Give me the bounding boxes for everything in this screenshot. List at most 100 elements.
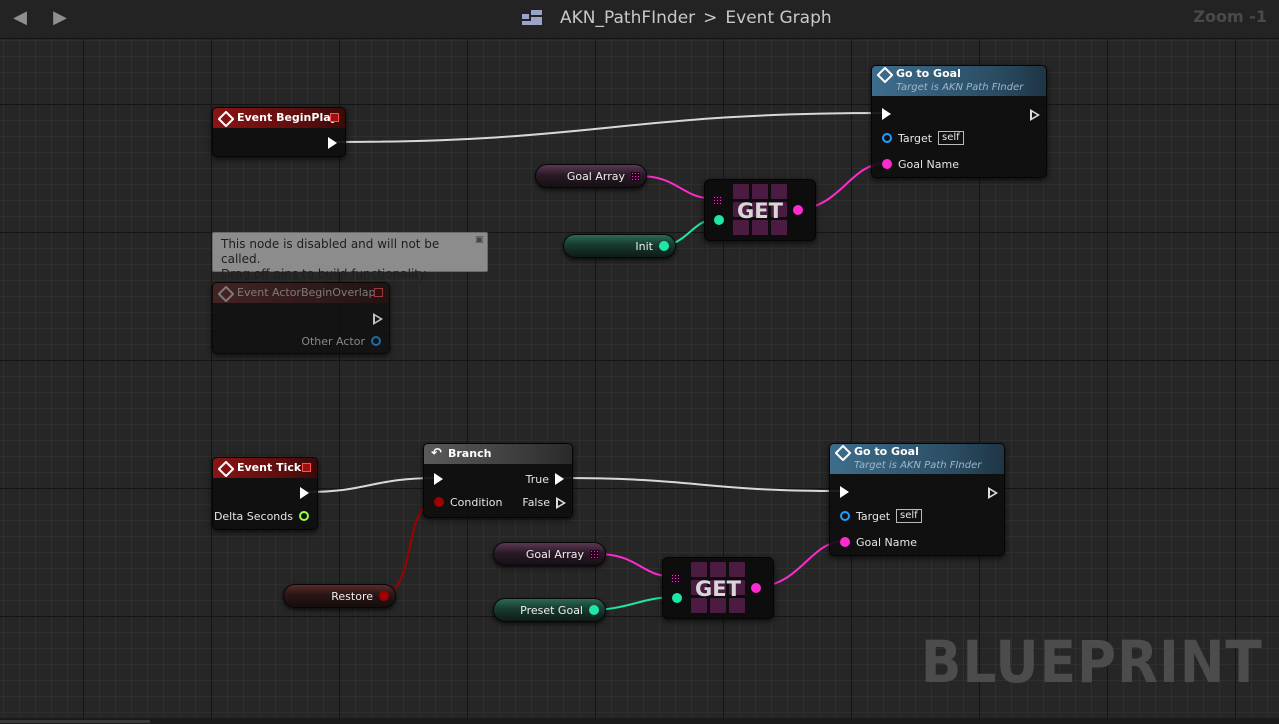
array-pin-icon[interactable] — [713, 196, 722, 205]
delegate-pin-icon[interactable] — [302, 463, 311, 472]
goal-name-pin[interactable]: Goal Name — [882, 157, 959, 171]
graph-toolbar: ◀ ▶ AKN_PathFInder > Event Graph Zoom -1 — [0, 0, 1279, 39]
node-title: Go to Goal — [896, 67, 961, 80]
node-subtitle: Target is AKN Path FInder — [896, 82, 1024, 93]
bool-pin-icon[interactable] — [434, 497, 444, 507]
breadcrumb-blueprint-name[interactable]: AKN_PathFInder — [560, 8, 696, 28]
arrow-left-icon[interactable]: ◀ — [13, 7, 27, 28]
delta-seconds-pin[interactable]: Delta Seconds — [214, 509, 309, 523]
true-pin[interactable]: True — [526, 472, 564, 486]
int-pin-icon[interactable] — [659, 241, 669, 251]
pin-label: Condition — [450, 495, 503, 509]
event-icon — [217, 460, 235, 478]
false-pin[interactable]: False — [522, 495, 566, 509]
node-header: Go to Goal Target is AKN Path FInder — [872, 66, 1046, 96]
pin-label: False — [522, 495, 550, 509]
node-header: Event BeginPlay — [213, 108, 345, 128]
name-pin-icon[interactable] — [793, 205, 803, 215]
goal-name-pin[interactable]: Goal Name — [840, 535, 917, 549]
goal-array-variable[interactable]: Goal Array — [493, 542, 606, 566]
scrollbar-thumb[interactable] — [0, 720, 150, 723]
arrow-right-icon[interactable]: ▶ — [53, 7, 67, 28]
event-beginplay-node[interactable]: Event BeginPlay — [212, 107, 346, 157]
exec-pin-icon[interactable] — [328, 137, 337, 149]
float-pin-icon[interactable] — [299, 511, 309, 521]
exec-out-pin[interactable] — [373, 311, 383, 325]
condition-pin[interactable]: Condition — [434, 495, 503, 509]
exec-out-pin[interactable] — [1030, 107, 1040, 121]
pin-label: Target — [898, 131, 933, 145]
init-variable[interactable]: Init — [563, 234, 676, 258]
variable-label: Restore — [331, 589, 373, 603]
array-grid-icon — [733, 184, 787, 236]
delegate-pin-icon[interactable] — [330, 113, 339, 122]
variable-label: Init — [635, 239, 653, 253]
pin-label: True — [525, 472, 549, 486]
exec-pin-icon[interactable] — [840, 486, 849, 498]
exec-pin-icon[interactable] — [555, 473, 564, 485]
int-pin-icon[interactable] — [589, 605, 599, 615]
pin-label: Goal Name — [856, 535, 917, 549]
exec-pin-icon[interactable] — [300, 487, 309, 499]
other-actor-pin[interactable]: Other Actor — [301, 334, 381, 348]
go-to-goal-node[interactable]: Go to Goal Target is AKN Path FInder Tar… — [829, 443, 1005, 556]
object-pin-icon[interactable] — [840, 511, 850, 521]
array-grid-icon — [691, 562, 745, 614]
node-header: Go to Goal Target is AKN Path FInder — [830, 444, 1004, 474]
branch-node[interactable]: ↶ Branch True Condition False — [423, 443, 573, 518]
object-pin-icon[interactable] — [882, 133, 892, 143]
pin-icon[interactable]: ▣ — [475, 235, 484, 245]
name-pin-icon[interactable] — [751, 583, 761, 593]
array-get-node[interactable]: GET — [662, 557, 774, 619]
target-pin[interactable]: Target self — [882, 131, 964, 145]
exec-pin-icon[interactable] — [373, 313, 383, 325]
blueprint-grid-icon — [522, 10, 542, 25]
delegate-pin-icon[interactable] — [374, 288, 383, 297]
node-header: Event ActorBeginOverlap — [213, 283, 389, 303]
exec-in-pin[interactable] — [840, 485, 849, 499]
breadcrumb-graph-name: Event Graph — [725, 8, 832, 28]
preset-goal-variable[interactable]: Preset Goal — [493, 598, 606, 622]
event-actor-begin-overlap-node[interactable]: Event ActorBeginOverlap Other Actor — [212, 282, 390, 354]
horizontal-scrollbar[interactable] — [0, 718, 1279, 724]
graph-canvas[interactable] — [0, 38, 1279, 724]
pin-label: Other Actor — [301, 334, 365, 348]
exec-out-pin[interactable] — [300, 486, 309, 500]
target-pin[interactable]: Target self — [840, 509, 922, 523]
target-default-value: self — [938, 131, 964, 145]
node-title: Branch — [448, 447, 492, 460]
array-get-node[interactable]: GET — [704, 179, 816, 241]
goal-array-variable[interactable]: Goal Array — [535, 164, 647, 188]
exec-pin-icon[interactable] — [434, 473, 443, 485]
function-icon — [834, 444, 852, 462]
exec-in-pin[interactable] — [882, 107, 891, 121]
event-icon — [217, 110, 235, 128]
variable-label: Goal Array — [566, 169, 625, 183]
exec-pin-icon[interactable] — [1030, 109, 1040, 121]
exec-out-pin[interactable] — [988, 485, 998, 499]
event-tick-node[interactable]: Event Tick Delta Seconds — [212, 457, 318, 530]
exec-out-pin[interactable] — [328, 136, 337, 150]
name-pin-icon[interactable] — [840, 537, 850, 547]
blueprint-watermark: BLUEPRINT — [921, 628, 1263, 696]
pin-label: Target — [856, 509, 891, 523]
int-pin-icon[interactable] — [672, 593, 682, 603]
array-pin-icon[interactable] — [631, 171, 640, 181]
node-subtitle: Target is AKN Path FInder — [854, 460, 982, 471]
zoom-level: Zoom -1 — [1193, 7, 1267, 26]
node-title: GET — [737, 199, 783, 223]
tooltip-line: Drag off pins to build functionality. — [221, 267, 429, 281]
name-pin-icon[interactable] — [882, 159, 892, 169]
go-to-goal-node[interactable]: Go to Goal Target is AKN Path FInder Tar… — [871, 65, 1047, 178]
exec-in-pin[interactable] — [434, 472, 443, 486]
array-pin-icon[interactable] — [671, 574, 680, 583]
exec-pin-icon[interactable] — [556, 497, 566, 509]
int-pin-icon[interactable] — [714, 215, 724, 225]
bool-pin-icon[interactable] — [379, 591, 389, 601]
restore-variable[interactable]: Restore — [283, 584, 396, 608]
exec-pin-icon[interactable] — [988, 487, 998, 499]
object-pin-icon[interactable] — [371, 336, 381, 346]
exec-pin-icon[interactable] — [882, 108, 891, 120]
array-pin-icon[interactable] — [590, 549, 599, 559]
node-title: Go to Goal — [854, 445, 919, 458]
